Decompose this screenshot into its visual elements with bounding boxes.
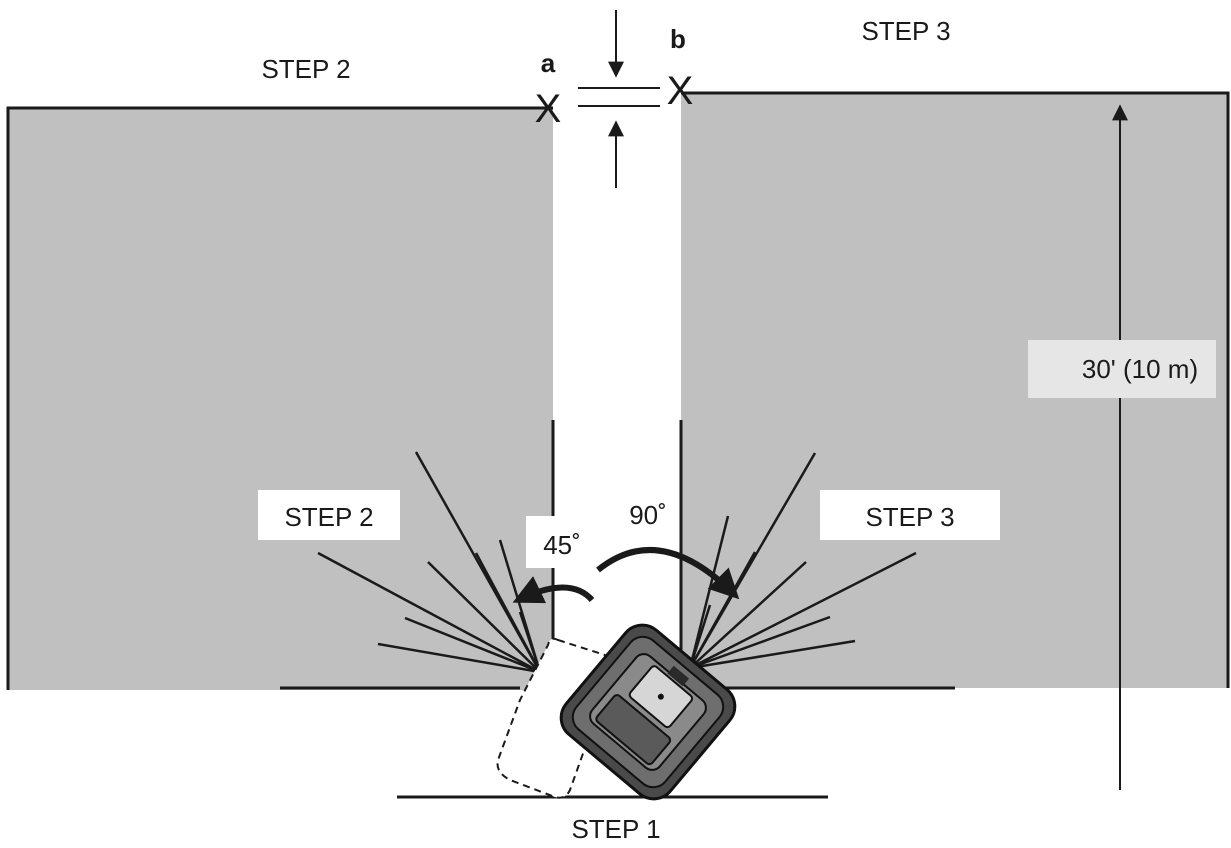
svg-text:45˚: 45˚ <box>543 530 581 560</box>
point-a-label: a <box>541 48 556 78</box>
distance-label: 30' (10 m) <box>1028 340 1216 398</box>
rotate-90-arrow <box>596 547 740 600</box>
right-wall <box>679 91 1230 690</box>
rotate-45-arrow <box>512 576 595 604</box>
step3-top-label: STEP 3 <box>861 16 950 46</box>
gap-measurement <box>578 10 660 188</box>
step1-label: STEP 1 <box>571 814 660 844</box>
laser-fan-left <box>317 451 542 674</box>
svg-text:STEP 2: STEP 2 <box>284 502 373 532</box>
step2-box: STEP 2 <box>258 490 400 540</box>
angle-90-label: 90˚ <box>629 500 667 530</box>
svg-text:STEP 3: STEP 3 <box>865 502 954 532</box>
laser-level-device-icon <box>559 623 737 801</box>
point-b-label: b <box>670 24 686 54</box>
angle-45-label: 45˚ <box>526 516 598 568</box>
left-wall <box>6 106 555 690</box>
svg-text:30' (10 m): 30' (10 m) <box>1082 354 1198 384</box>
point-a-mark: X <box>535 87 562 131</box>
step2-top-label: STEP 2 <box>261 54 350 84</box>
step3-box: STEP 3 <box>820 490 1000 540</box>
laser-fan-right <box>688 452 917 670</box>
point-b-mark: X <box>667 69 694 113</box>
